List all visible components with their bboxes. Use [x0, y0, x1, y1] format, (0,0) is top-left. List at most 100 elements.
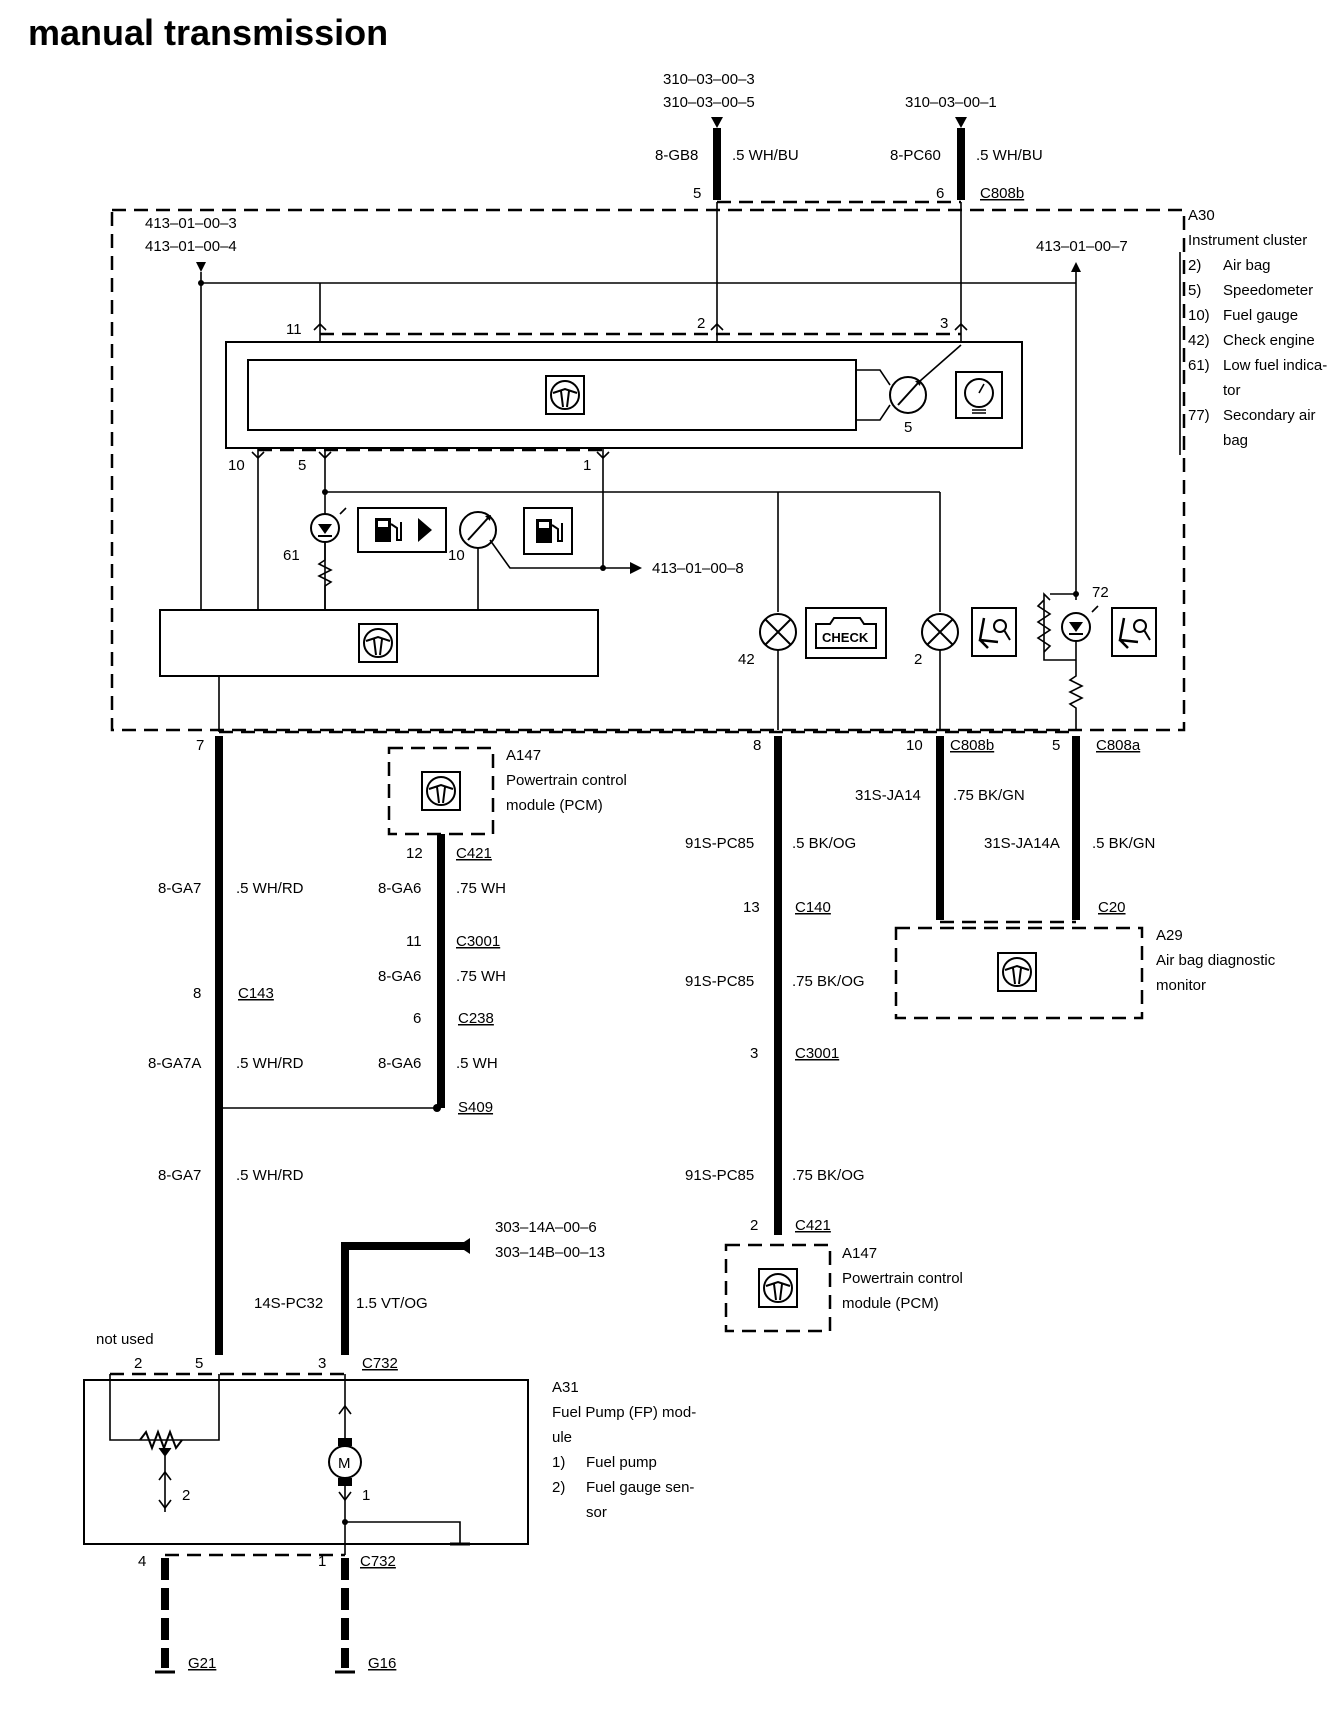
pcm-bottom-name-1: Powertrain control	[842, 1270, 963, 1287]
pcm-top: A147 Powertrain control module (PCM) 12 …	[378, 746, 627, 1116]
pcm-top-name-2: module (PCM)	[506, 797, 603, 814]
wire-spec-bk-og-1: .5 BK/OG	[792, 835, 856, 852]
legend-label: Fuel gauge	[1223, 307, 1298, 324]
legend-num: 77)	[1188, 407, 1210, 424]
not-used-label: not used	[96, 1331, 154, 1348]
wire-8-ga7a: 8-GA7A	[148, 1055, 201, 1072]
wire-spec-wh-rd-2: .5 WH/RD	[236, 1055, 304, 1072]
legend-label: bag	[1223, 432, 1248, 449]
low-fuel-num: 61	[283, 547, 300, 564]
speedometer-num: 5	[904, 419, 912, 436]
legend-label: sor	[586, 1504, 607, 1521]
pin-8-c143: 8	[193, 985, 201, 1002]
wire-8-ga7-2: 8-GA7	[158, 1167, 201, 1184]
ref-413-01-00-8: 413–01–00–8	[652, 560, 744, 577]
secondary-air-bag-num: 72	[1092, 584, 1109, 601]
grounds: G21 G16	[155, 1558, 396, 1674]
wire-91s-pc85-3: 91S-PC85	[685, 1167, 754, 1184]
legend-num: 2)	[1188, 257, 1201, 274]
wire-spec-wh-rd-3: .5 WH/RD	[236, 1167, 304, 1184]
wire-8-gb8: 8-GB8	[655, 147, 698, 164]
legend-num: 61)	[1188, 357, 1210, 374]
fp-module-name-2: ule	[552, 1429, 572, 1446]
connector-c421-top: C421	[456, 845, 492, 862]
low-fuel-icon	[357, 507, 447, 553]
wire-8-pc60: 8-PC60	[890, 147, 941, 164]
legend-label: Fuel gauge sen-	[586, 1479, 694, 1496]
check-engine-harness: 91S-PC85 .5 BK/OG 13 C140 91S-PC85 .75 B…	[685, 736, 865, 1235]
fp-pin-5: 5	[195, 1355, 203, 1372]
cluster-id: A30	[1188, 207, 1215, 224]
cluster-pin-11: 11	[286, 321, 302, 338]
fp-pin-1: 1	[318, 1553, 326, 1570]
connector-c808a: C808a	[1096, 737, 1141, 754]
ref-310-03-00-1: 310–03–00–1	[905, 94, 997, 111]
pcm-bottom: A147 Powertrain control module (PCM)	[724, 1243, 963, 1333]
ground-g21: G21	[188, 1655, 216, 1672]
cluster-pin-2: 2	[697, 315, 705, 332]
wire-14s-pc32: 14S-PC32	[254, 1295, 323, 1312]
connector-c732-top: C732	[362, 1355, 398, 1372]
wire-91s-pc85-2: 91S-PC85	[685, 973, 754, 990]
fp-module-id: A31	[552, 1379, 579, 1396]
ref-310-03-00-5: 310–03–00–5	[663, 94, 755, 111]
sensor-num: 2	[182, 1487, 190, 1504]
legend-num: 10)	[1188, 307, 1210, 324]
pump-num: 1	[362, 1487, 370, 1504]
ref-310-03-00-3: 310–03–00–3	[663, 71, 755, 88]
air-bag-harness: 31S-JA14 .75 BK/GN 31S-JA14A .5 BK/GN C2…	[855, 736, 1155, 924]
legend-label: tor	[1223, 382, 1241, 399]
pin-6-c238: 6	[413, 1010, 421, 1027]
fp-module-name-1: Fuel Pump (FP) mod-	[552, 1404, 696, 1421]
fuel-gauge-symbol	[523, 507, 573, 555]
wire-spec-wh-3: .5 WH	[456, 1055, 498, 1072]
air-bag-monitor-name-1: Air bag diagnostic	[1156, 952, 1276, 969]
air-bag-monitor: A29 Air bag diagnostic monitor	[894, 926, 1276, 1020]
pin-3-c3001: 3	[750, 1045, 758, 1062]
legend-label: Low fuel indica-	[1223, 357, 1327, 374]
connector-c143: C143	[238, 985, 274, 1002]
wire-spec-wh-bu-2: .5 WH/BU	[976, 147, 1043, 164]
wire-spec-bk-gn-2: .5 BK/GN	[1092, 835, 1155, 852]
air-bag-icon	[970, 606, 1018, 658]
legend-label: Air bag	[1223, 257, 1271, 274]
ref-413-01-00-7: 413–01–00–7	[1036, 238, 1128, 255]
check-engine-icon: CHECK	[805, 607, 887, 659]
ref-413-01-00-4: 413–01–00–4	[145, 238, 237, 255]
wire-spec-wh-2: .75 WH	[456, 968, 506, 985]
fp-pin-3: 3	[318, 1355, 326, 1372]
cluster-name: Instrument cluster	[1188, 232, 1307, 249]
wire-91s-pc85-1: 91S-PC85	[685, 835, 754, 852]
legend-num: 42)	[1188, 332, 1210, 349]
connector-c20: C20	[1098, 899, 1126, 916]
pin-10: 10	[906, 737, 923, 754]
connector-c238: C238	[458, 1010, 494, 1027]
connector-c3001-right: C3001	[795, 1045, 839, 1062]
wire-8-ga6-3: 8-GA6	[378, 1055, 421, 1072]
legend-num: 2)	[552, 1479, 565, 1496]
wire-31s-ja14a: 31S-JA14A	[984, 835, 1060, 852]
pin-5: 5	[693, 185, 701, 202]
wire-spec-bk-og-2: .75 BK/OG	[792, 973, 865, 990]
wire-spec-bk-gn-1: .75 BK/GN	[953, 787, 1025, 804]
cluster-pin-10: 10	[228, 457, 245, 474]
legend-num: 5)	[1188, 282, 1201, 299]
splice-s409: S409	[458, 1099, 493, 1116]
cluster-bottom-connectors: 7 8 10 C808b 5 C808a	[196, 676, 1141, 754]
pin-7: 7	[196, 737, 204, 754]
check-text: CHECK	[822, 630, 869, 645]
wire-8-ga7-1: 8-GA7	[158, 880, 201, 897]
wire-spec-wh-rd-1: .5 WH/RD	[236, 880, 304, 897]
fp-pin-2: 2	[134, 1355, 142, 1372]
speedometer-icon	[955, 371, 1003, 419]
pcm-top-id: A147	[506, 747, 541, 764]
pin-13-c140: 13	[743, 899, 760, 916]
ref-303-14b-00-13: 303–14B–00–13	[495, 1244, 605, 1261]
legend-label: Secondary air	[1223, 407, 1316, 424]
pin-2-c421: 2	[750, 1217, 758, 1234]
air-bag-num: 2	[914, 651, 922, 668]
pcm-top-name-1: Powertrain control	[506, 772, 627, 789]
left-harness: 8-GA7 .5 WH/RD 8 C143 8-GA7A .5 WH/RD 8-…	[148, 736, 437, 1355]
instrument-cluster: 413–01–00–3 413–01–00–4 413–01–00–7 11 2…	[110, 202, 1327, 732]
